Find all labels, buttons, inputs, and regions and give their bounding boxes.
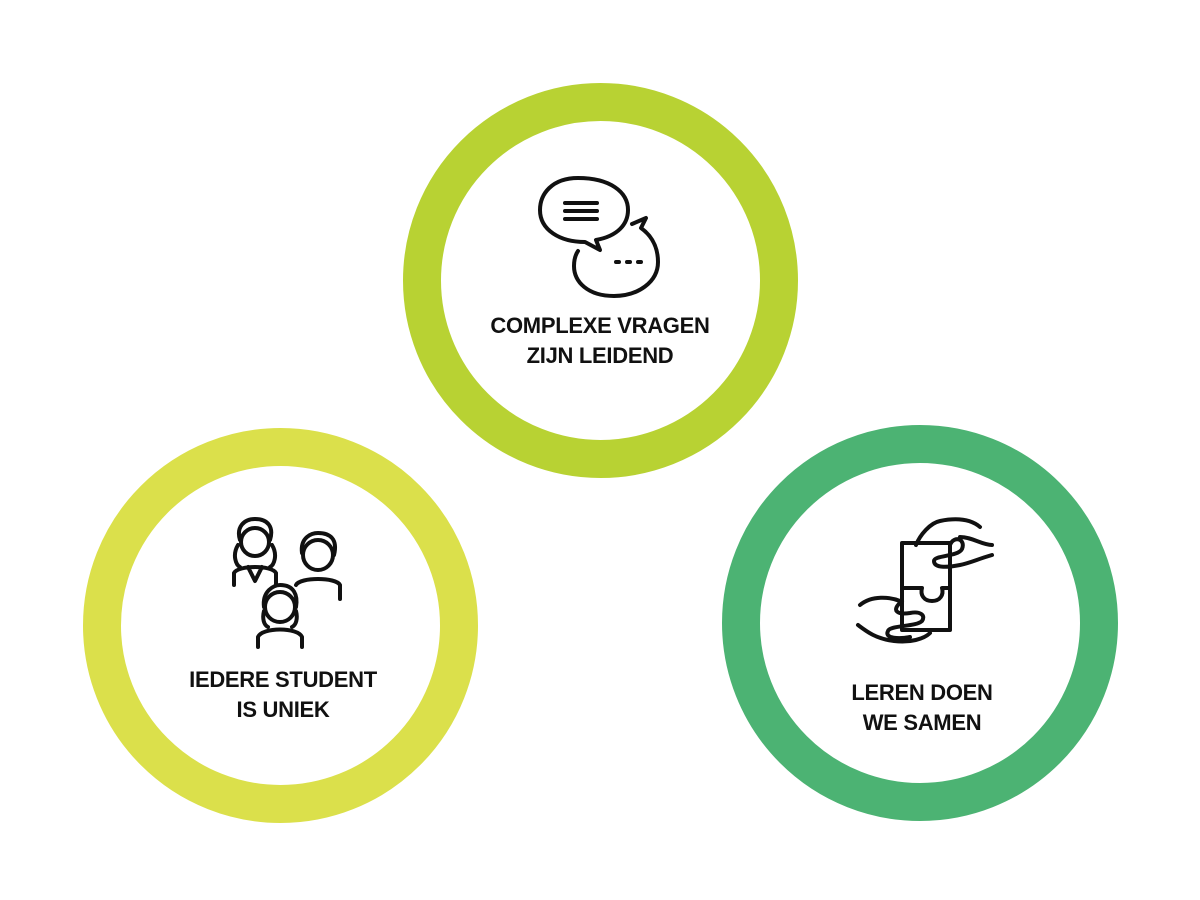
- puzzle-hands-icon: [856, 517, 994, 644]
- speech-bubbles-icon: [538, 176, 660, 298]
- label-line: WE SAMEN: [862, 710, 982, 735]
- label-complexe-vragen: COMPLEXE VRAGEN ZIJN LEIDEND: [440, 311, 760, 371]
- label-line: LEREN DOEN: [851, 680, 993, 705]
- label-line: IEDERE STUDENT: [189, 667, 377, 692]
- label-line: ZIJN LEIDEND: [526, 343, 674, 368]
- label-line: COMPLEXE VRAGEN: [490, 313, 710, 338]
- label-line: IS UNIEK: [236, 697, 330, 722]
- label-leren-doen: LEREN DOEN WE SAMEN: [762, 678, 1082, 738]
- label-iedere-student: IEDERE STUDENT IS UNIEK: [123, 665, 443, 725]
- students-icon: [232, 517, 342, 649]
